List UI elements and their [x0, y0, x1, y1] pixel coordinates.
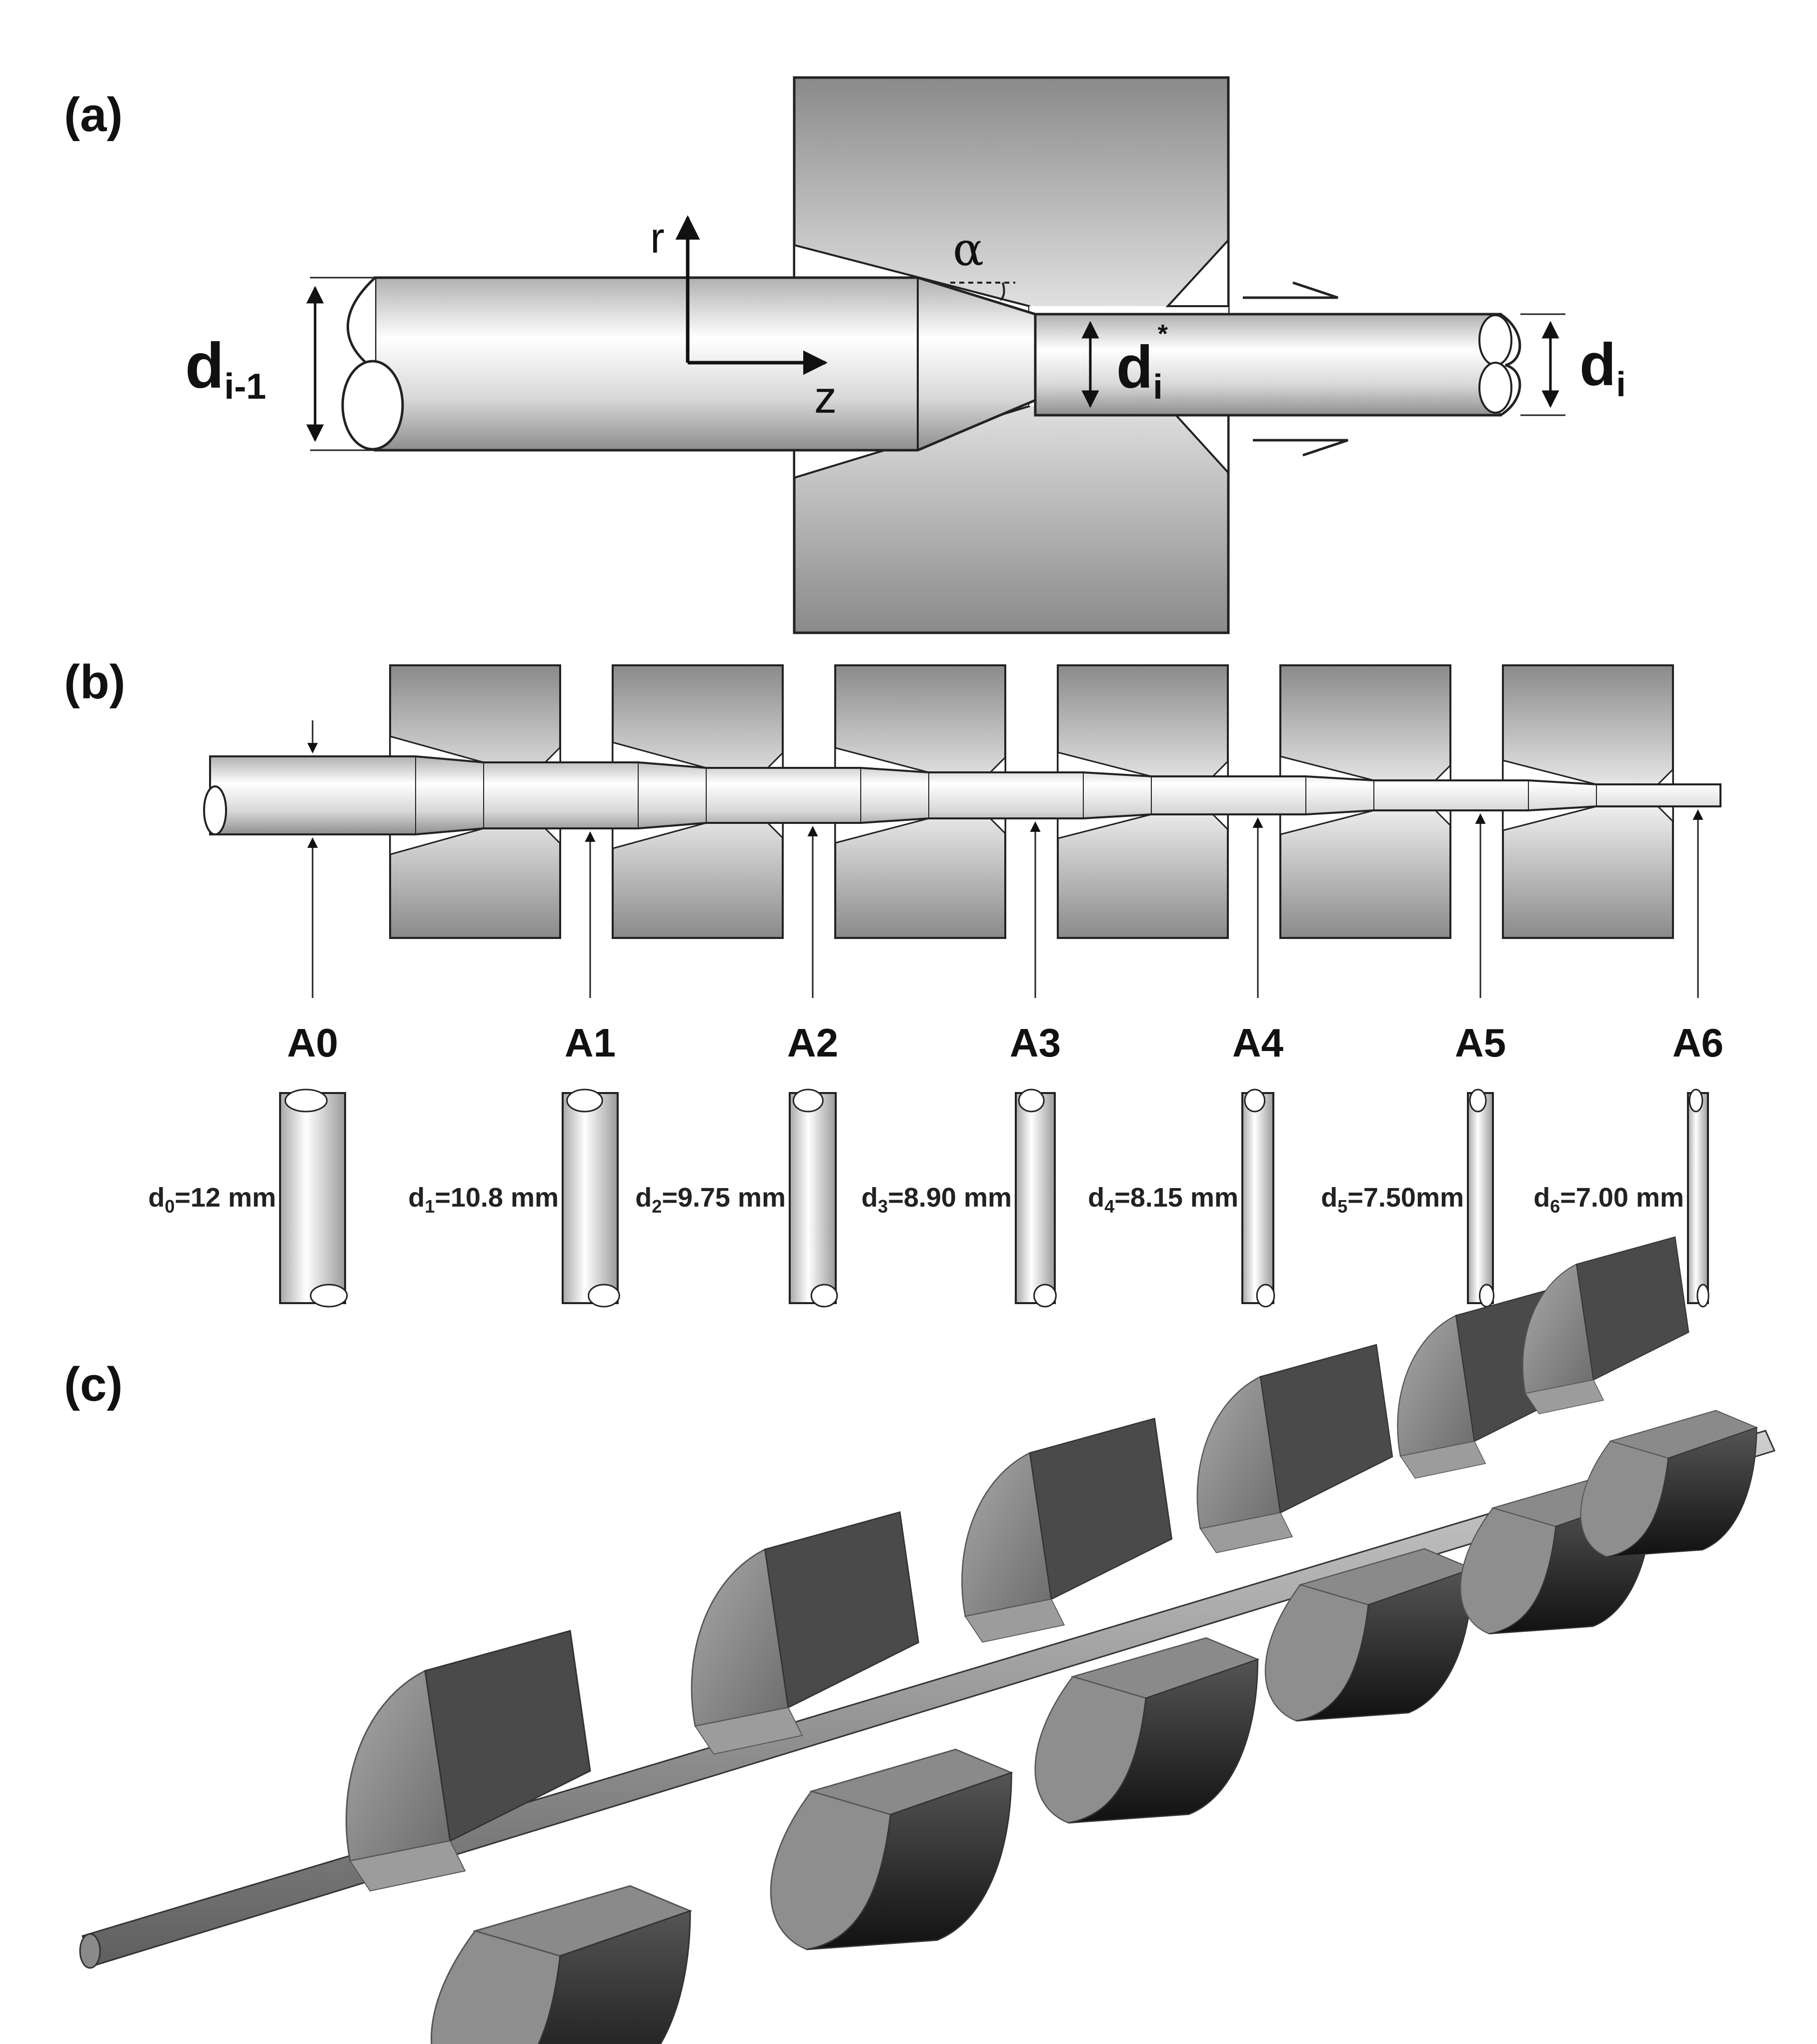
throat-diameter-label: di*: [1116, 320, 1168, 406]
stage-a5: A5 d5=7.50mm: [1321, 813, 1506, 1308]
diameter-label-a6: d6=7.00 mm: [1533, 1183, 1684, 1217]
z-axis-label: z: [814, 373, 837, 423]
wire-section-a6: [1687, 1089, 1709, 1308]
motion-arrow-top: [1243, 281, 1338, 299]
motion-arrow-bottom: [1253, 439, 1348, 457]
stage-a0: A0 d0=12 mm: [148, 720, 348, 1308]
panel-label-c: (c): [64, 1358, 123, 1411]
roll-stand-6: [1522, 1236, 1758, 1558]
diameter-label-a1: d1=10.8 mm: [408, 1183, 559, 1217]
panel-b-multipass-diagram: A0 d0=12 mm A1 d1=10.8 mm A2 d2=9.75 mm A3 d3=8…: [148, 664, 1723, 1308]
stage-a6: A6 d6=7.00 mm: [1533, 809, 1723, 1308]
stage-a2: A2 d2=9.75 mm: [635, 825, 838, 1308]
diameter-label-a5: d5=7.50mm: [1321, 1183, 1464, 1217]
roll-stand-4: [1196, 1344, 1474, 1722]
stage-label-a5: A5: [1455, 1020, 1506, 1065]
stage-label-a1: A1: [565, 1020, 616, 1065]
stage-label-a6: A6: [1672, 1020, 1723, 1065]
stage-label-a3: A3: [1010, 1020, 1061, 1065]
roll-stand-2: [691, 1511, 1014, 1950]
stage-a1: A1 d1=10.8 mm: [408, 831, 620, 1308]
wire-section-a4: [1241, 1089, 1275, 1308]
stage-a3: A3 d3=8.90 mm: [861, 821, 1061, 1308]
wire-section-a3: [1015, 1089, 1057, 1308]
diameter-label-a3: d3=8.90 mm: [861, 1183, 1012, 1217]
outgoing-diameter-label: di: [1579, 331, 1626, 404]
diameter-label-a0: d0=12 mm: [148, 1183, 276, 1217]
stage-label-a2: A2: [787, 1020, 838, 1065]
wire-section-a0: [279, 1089, 348, 1308]
multipass-wire: [203, 755, 1721, 835]
angle-alpha-label: α: [953, 223, 984, 276]
rod-end: [79, 1933, 101, 1969]
outgoing-wire: [1034, 313, 1502, 417]
r-axis-label: r: [650, 214, 665, 262]
panel-label-b: (b): [64, 655, 126, 709]
die-exit-relief-top: [1165, 237, 1229, 307]
stage-label-a4: A4: [1232, 1020, 1284, 1065]
roll-stand-3: [961, 1417, 1260, 1824]
panel-label-a: (a): [64, 88, 123, 142]
incoming-diameter-label: di-1: [185, 330, 266, 407]
diameter-label-a4: d4=8.15 mm: [1088, 1183, 1238, 1217]
panel-c-3d-rolls: [79, 1236, 1776, 2044]
wire-section-a1: [562, 1089, 620, 1308]
stage-label-a0: A0: [287, 1020, 338, 1065]
wire-section-a5: [1467, 1089, 1494, 1308]
panel-a-die-diagram: α r z di-1 di* di: [185, 76, 1626, 634]
roll-stand-1: [345, 1630, 693, 2044]
wire-section-a2: [789, 1089, 838, 1308]
stage-a4: A4 d4=8.15 mm: [1088, 817, 1284, 1308]
diameter-label-a2: d2=9.75 mm: [635, 1183, 786, 1217]
